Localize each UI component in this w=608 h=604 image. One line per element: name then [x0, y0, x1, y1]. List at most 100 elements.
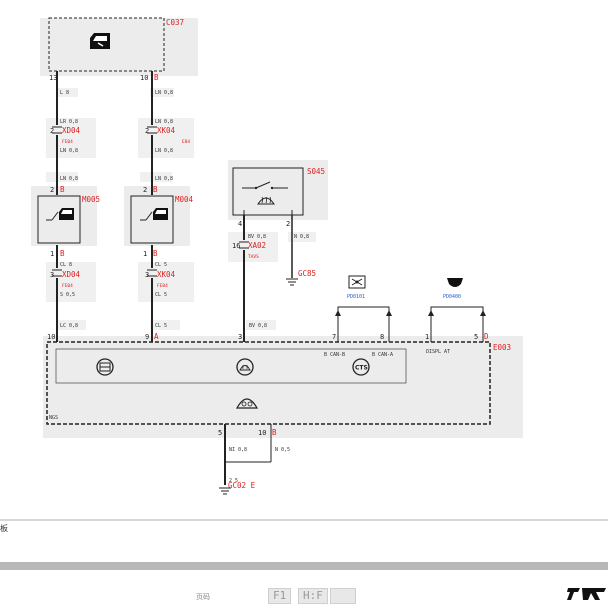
svg-text:B: B — [153, 185, 158, 194]
m004-box[interactable] — [130, 195, 174, 244]
wire-label: N 0,5 — [275, 447, 290, 453]
wire-label: CL 8 — [60, 262, 72, 268]
defrost-button-icon — [236, 358, 254, 376]
pd0101-label[interactable]: PD0101 — [347, 294, 365, 300]
svg-text:D: D — [484, 332, 489, 341]
wire-label: N 0,8 — [294, 234, 309, 240]
wire-label: BV 0,8 — [249, 323, 267, 329]
connector-xk04[interactable]: XK04 — [157, 126, 176, 135]
wire-label: S 0,5 — [60, 292, 75, 298]
svg-text:CTS: CTS — [355, 365, 368, 372]
ground-gc85[interactable]: GC85 — [298, 269, 316, 278]
wiring-diagram: C037 13 10 B L 8 LN 0,8 LR 0,8 LN 0,8 LN… — [0, 17, 608, 521]
wire-label: LN 0,8 — [155, 148, 173, 154]
wire-label: LN 0,8 — [60, 176, 78, 182]
wire-label: LN 0,8 — [155, 90, 173, 96]
network-icon — [348, 275, 366, 289]
svg-text:FE04: FE04 — [157, 283, 168, 289]
svg-text:4: 4 — [238, 220, 242, 228]
svg-text:TAVS: TAVS — [248, 254, 259, 260]
ground-icon — [286, 278, 298, 286]
svg-text:2: 2 — [145, 127, 149, 135]
control-unit-icon — [235, 398, 259, 409]
cts-icon: CTS — [352, 358, 370, 376]
brand-logo-icon — [567, 588, 606, 600]
s045-box[interactable] — [232, 167, 304, 216]
svg-text:3: 3 — [238, 333, 242, 341]
m005-label: M005 — [82, 195, 100, 204]
svg-text:B: B — [60, 185, 65, 194]
svg-text:2: 2 — [143, 186, 147, 194]
switch-symbol — [242, 181, 288, 190]
wire-label: LN 0,8 — [155, 119, 173, 125]
section-caption: 板 — [0, 524, 8, 533]
toolbar-strip — [0, 562, 608, 570]
defrost-icon — [257, 196, 275, 205]
wire-label: CL 5 — [155, 262, 167, 268]
wire-label: LN 0,8 — [60, 148, 78, 154]
wire-label: NI 0,8 — [229, 447, 247, 453]
pin-label-can-b: B CAN-B — [324, 352, 345, 358]
c037-label: C037 — [166, 18, 184, 27]
svg-text:A: A — [154, 332, 159, 341]
e003-label: E003 — [493, 343, 511, 352]
svg-text:B: B — [60, 249, 65, 258]
svg-text:16: 16 — [232, 242, 240, 250]
svg-text:7: 7 — [332, 333, 336, 341]
svg-text:3: 3 — [50, 271, 54, 279]
connector-xd04[interactable]: XD04 — [62, 126, 81, 135]
connector-xk04[interactable]: XK04 — [157, 270, 176, 279]
svg-text:B: B — [272, 428, 277, 437]
connector-xa02[interactable]: XA02 — [248, 241, 266, 250]
svg-text:2: 2 — [50, 186, 54, 194]
wire-label: LR 0,8 — [60, 119, 78, 125]
svg-text:5: 5 — [474, 333, 478, 341]
c037-pin-right: 10 — [140, 74, 148, 82]
svg-text:1: 1 — [425, 333, 429, 341]
pd0400-label[interactable]: PD0400 — [443, 294, 461, 300]
c037-pin-left: 13 — [49, 74, 57, 82]
pin-label-displ: DISPL AT — [426, 349, 450, 355]
wire-label: LC 0,8 — [60, 323, 78, 329]
svg-text:2 5: 2 5 — [229, 478, 238, 484]
wire-label: CL 5 — [155, 292, 167, 298]
wire-label: BV 0,8 — [248, 234, 266, 240]
svg-text:2: 2 — [286, 220, 290, 228]
window-lift-icon — [96, 358, 114, 376]
svg-text:5: 5 — [218, 429, 222, 437]
window-switch-icon — [140, 208, 168, 221]
ground-icon — [219, 487, 231, 495]
display-icon — [447, 278, 463, 287]
wire-label: CL 5 — [155, 323, 167, 329]
m005-box[interactable] — [37, 195, 81, 244]
c037-shade — [40, 18, 198, 76]
svg-text:B: B — [153, 249, 158, 258]
svg-text:2: 2 — [50, 127, 54, 135]
svg-text:1: 1 — [50, 250, 54, 258]
pin-label-can-a: B CAN-A — [372, 352, 393, 358]
footer-label: 页码 — [196, 593, 210, 601]
svg-text:1: 1 — [143, 250, 147, 258]
wire-label: L 8 — [60, 90, 69, 96]
pin-label-ngs: NGS — [49, 415, 58, 421]
s045-shade — [228, 160, 328, 220]
window-switch-icon — [46, 208, 74, 221]
svg-text:FE04: FE04 — [62, 283, 73, 289]
svg-text:FE04: FE04 — [62, 139, 73, 145]
svg-text:3: 3 — [145, 271, 149, 279]
svg-text:8: 8 — [380, 333, 384, 341]
window-icon — [90, 33, 110, 49]
wire-label: LN 0,8 — [155, 176, 173, 182]
s045-label: S045 — [307, 167, 325, 176]
e003-inner-panel — [55, 348, 407, 384]
svg-text:E04: E04 — [182, 139, 190, 145]
bottom-toolbar: 页码 F1 H:F — [0, 562, 608, 604]
hf-button[interactable]: H:F — [298, 588, 328, 604]
c037-box[interactable] — [48, 17, 165, 72]
svg-text:10: 10 — [47, 333, 55, 341]
m004-label: M004 — [175, 195, 194, 204]
connector-xd04[interactable]: XD04 — [62, 270, 81, 279]
e003-box[interactable] — [46, 341, 491, 425]
f1-button[interactable]: F1 — [268, 588, 292, 604]
ground-gc02[interactable]: GC02 E — [228, 481, 256, 490]
